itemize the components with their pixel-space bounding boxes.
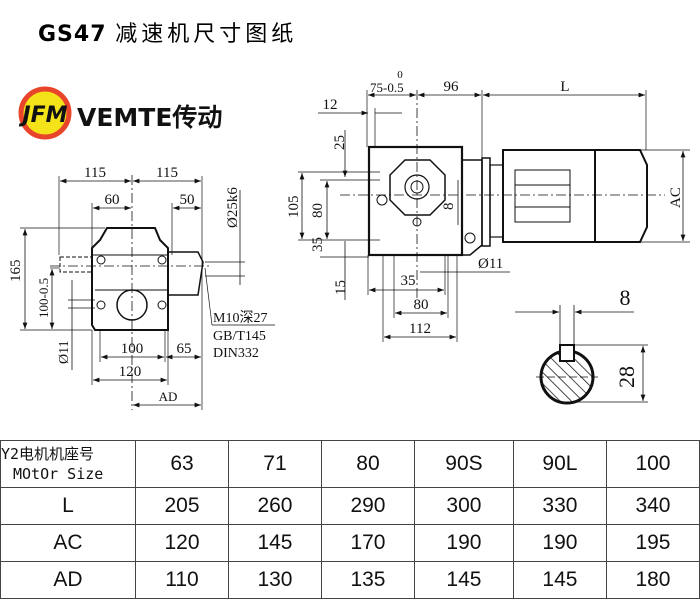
table-cell: 180 <box>605 561 700 599</box>
size-cell: 71 <box>227 440 322 488</box>
table-cell: 195 <box>605 524 700 562</box>
dim-115-right: 115 <box>156 165 178 181</box>
dim-25: 25 <box>332 135 348 150</box>
header-en: MOtOr Size <box>13 465 104 483</box>
dim-8-vertical: 8 <box>441 203 457 211</box>
dim-80: 80 <box>414 297 429 313</box>
table-cell: 330 <box>512 487 607 525</box>
table-cell: 340 <box>605 487 700 525</box>
dim-15: 15 <box>333 280 349 295</box>
table-row: L 205 260 290 300 330 340 <box>0 487 700 525</box>
table-cell: 205 <box>135 487 229 525</box>
front-view-dimensions: 115 115 60 50 Ø25k6 165 100-0.5 Ø11 100 … <box>8 165 267 404</box>
dimension-table: Y2电机机座号 MOtOr Size 63 71 80 90S 90L 100 L… <box>0 440 700 599</box>
dim-hole-diameter: Ø11 <box>57 340 72 364</box>
page-title: GS47 减速机尺寸图纸 <box>38 16 297 48</box>
table-cell: 170 <box>320 524 415 562</box>
model-name: GS47 <box>38 22 107 47</box>
dim-35-vertical: 35 <box>310 237 326 252</box>
table-cell: 300 <box>413 487 514 525</box>
dim-hole-diameter-side: Ø11 <box>478 256 503 272</box>
size-cell: 80 <box>320 440 415 488</box>
tol-upper: 0 <box>397 69 403 81</box>
table-header-row: Y2电机机座号 MOtOr Size 63 71 80 90S 90L 100 <box>0 440 700 488</box>
table-cell: 110 <box>135 561 229 599</box>
dim-105: 105 <box>286 196 302 219</box>
shaft-section: 8 28 <box>515 285 648 405</box>
size-cell: 100 <box>605 440 700 488</box>
dim-35: 35 <box>401 273 416 289</box>
dim-60: 60 <box>105 192 120 208</box>
dim-100: 100 <box>121 341 144 357</box>
row-label: L <box>0 487 136 525</box>
row-label: AC <box>0 524 136 562</box>
title-text: 减速机尺寸图纸 <box>115 22 298 47</box>
row-label: AD <box>0 561 136 599</box>
table-cell: 190 <box>512 524 607 562</box>
dim-65: 65 <box>177 341 192 357</box>
note-std-din: DIN332 <box>213 346 259 361</box>
note-thread: M10深27 <box>213 310 267 326</box>
brand-name: VEMTE传动 <box>77 103 223 132</box>
dim-120: 120 <box>119 364 142 380</box>
dim-75: 75-0.5 <box>370 80 404 95</box>
shaft-height-label: 28 <box>614 366 639 388</box>
table-cell: 290 <box>320 487 415 525</box>
dim-ad: AD <box>159 389 178 404</box>
dim-115-left: 115 <box>84 165 106 181</box>
front-view <box>20 175 275 410</box>
dim-L: L <box>560 79 569 95</box>
table-cell: 145 <box>413 561 514 599</box>
dim-shaft-diameter: Ø25k6 <box>225 187 241 228</box>
dim-165: 165 <box>8 260 24 283</box>
dim-100-tol: 100-0.5 <box>36 278 51 318</box>
header-cn: Y2电机机座号 <box>1 445 95 463</box>
technical-drawing: JFM <box>8 69 690 410</box>
size-cell: 90L <box>512 440 607 488</box>
svg-text:JFM: JFM <box>18 103 67 128</box>
side-view <box>298 90 690 342</box>
table-cell: 145 <box>227 524 322 562</box>
dim-112: 112 <box>409 321 431 337</box>
dim-50: 50 <box>180 192 195 208</box>
brand-logo: JFM <box>18 86 72 140</box>
header-cell: Y2电机机座号 MOtOr Size <box>0 440 136 488</box>
dim-12: 12 <box>323 97 338 113</box>
table-cell: 130 <box>227 561 322 599</box>
table-row: AC 120 145 170 190 190 195 <box>0 524 700 562</box>
note-std-gb: GB/T145 <box>213 329 266 344</box>
dim-80-vertical: 80 <box>310 203 326 218</box>
side-view-dimensions: 0 75-0.5 96 L 12 25 105 80 35 15 8 Ø11 3… <box>286 69 684 337</box>
key-width-label: 8 <box>620 285 631 310</box>
table-row: AD 110 130 135 145 145 180 <box>0 561 700 599</box>
size-cell: 63 <box>135 440 229 488</box>
table-cell: 120 <box>135 524 229 562</box>
table-cell: 260 <box>227 487 322 525</box>
table-cell: 190 <box>413 524 514 562</box>
table-cell: 135 <box>320 561 415 599</box>
dim-96: 96 <box>444 79 460 95</box>
dim-ac: AC <box>668 187 684 208</box>
size-cell: 90S <box>413 440 514 488</box>
table-cell: 145 <box>512 561 607 599</box>
